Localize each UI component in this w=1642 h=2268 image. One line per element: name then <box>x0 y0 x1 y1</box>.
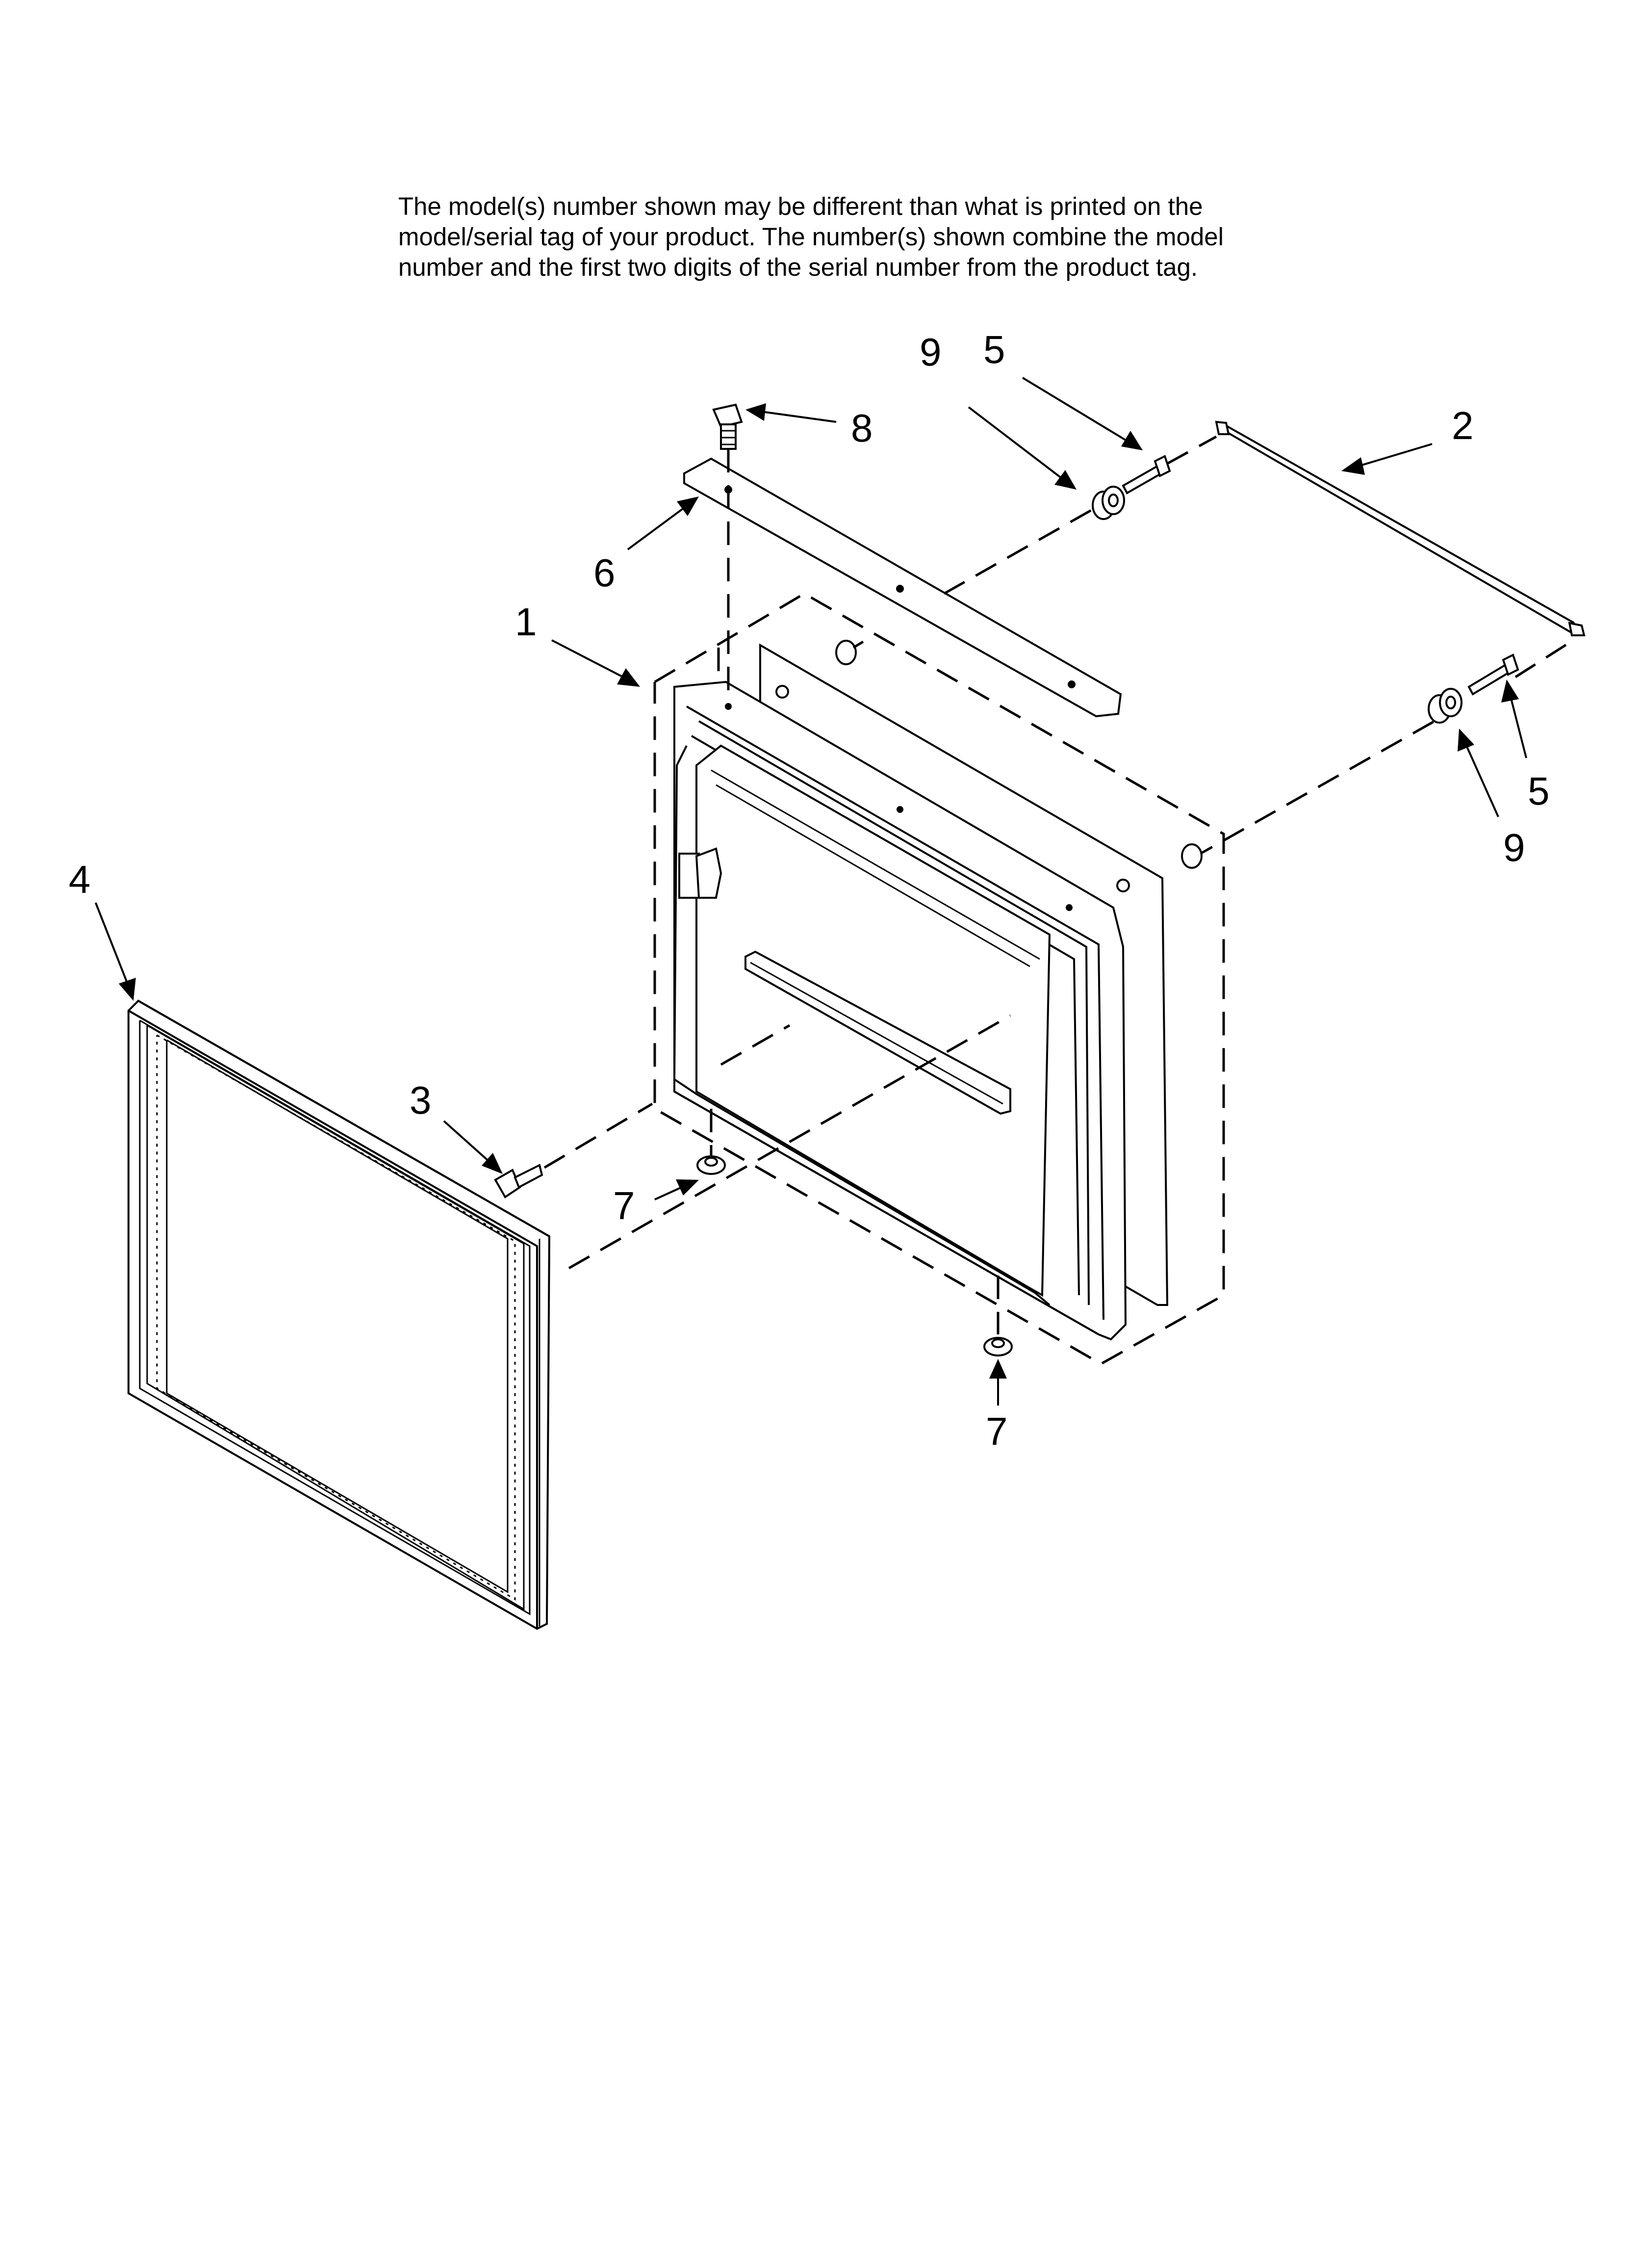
bushing-part-9-top <box>1092 486 1125 520</box>
leader-lines <box>95 377 1527 1406</box>
foot-part-7-left <box>696 1109 726 1175</box>
callout-7-left: 7 <box>613 1184 635 1227</box>
callout-1: 1 <box>515 600 537 644</box>
note-line-3: number and the first two digits of the s… <box>398 253 1198 281</box>
callout-2: 2 <box>1452 404 1474 447</box>
right-hinge-hardware <box>835 640 1570 869</box>
foot-part-7-right <box>983 1276 1013 1356</box>
callout-9-top: 9 <box>920 330 942 374</box>
callout-6: 6 <box>593 551 616 595</box>
note-line-2: model/serial tag of your product. The nu… <box>398 223 1224 251</box>
screw-part-5-top <box>1122 455 1171 495</box>
screw-part-8 <box>712 403 743 450</box>
disclaimer-note: The model(s) number shown may be differe… <box>398 191 1526 283</box>
callout-numbers: 1 2 3 4 5 5 6 7 7 8 9 9 <box>69 328 1550 1453</box>
screw-part-5-right <box>1467 653 1519 696</box>
callout-4: 4 <box>69 858 91 901</box>
callout-5-right: 5 <box>1528 769 1550 813</box>
note-line-1: The model(s) number shown may be differe… <box>398 192 1203 220</box>
callout-3: 3 <box>410 1078 432 1122</box>
callout-8: 8 <box>851 406 873 450</box>
hinge-rod-part-2 <box>1215 420 1586 636</box>
top-bracket-part-6 <box>683 457 1122 718</box>
door-frame-part-1 <box>673 680 1130 1341</box>
bushing-part-9-right <box>1428 688 1462 724</box>
top-hinge-hardware <box>943 435 1217 595</box>
screw-part-3 <box>494 1024 791 1199</box>
callout-7-right: 7 <box>986 1409 1008 1453</box>
callout-5-top: 5 <box>983 328 1005 371</box>
gasket-alignment-line <box>568 1014 1011 1270</box>
callout-9-right: 9 <box>1503 826 1525 869</box>
door-gasket-part-4 <box>128 999 551 1630</box>
